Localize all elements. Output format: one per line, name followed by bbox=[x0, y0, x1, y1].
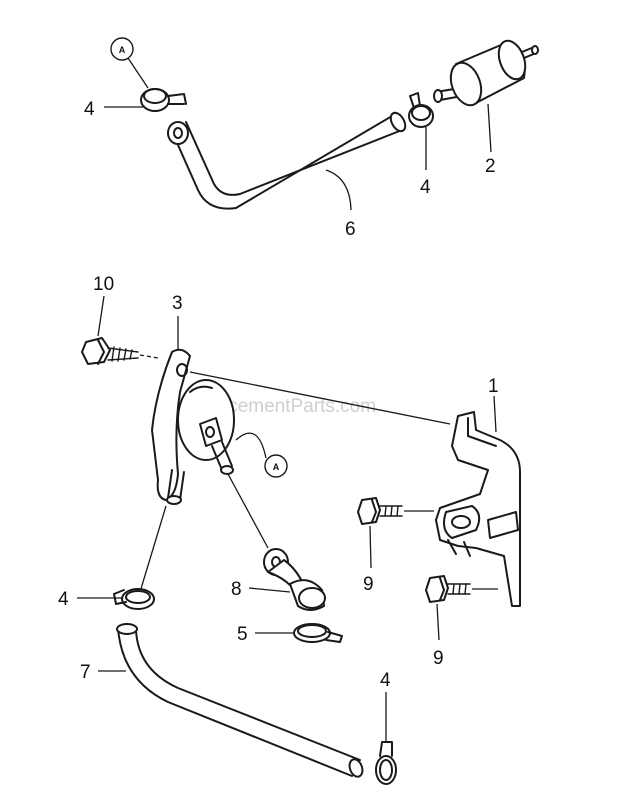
reference-a-pump: A bbox=[235, 432, 288, 478]
leader-6 bbox=[325, 169, 352, 211]
callout-5: 5 bbox=[237, 624, 248, 645]
callout-9-lower: 9 bbox=[433, 648, 444, 669]
bolt-10 bbox=[81, 337, 159, 365]
fuel-pump bbox=[151, 348, 451, 505]
leader-10 bbox=[97, 295, 105, 337]
hose-clamp-bottom-right bbox=[375, 741, 397, 785]
hose-clamp-5 bbox=[293, 623, 343, 643]
callout-9-upper: 9 bbox=[363, 574, 374, 595]
callout-4-top-left: 4 bbox=[84, 99, 95, 120]
bolt-9-upper bbox=[357, 497, 434, 525]
hose-clamp-middle-left bbox=[113, 505, 167, 610]
reference-a-top: A bbox=[110, 37, 134, 61]
fuel-filter bbox=[433, 39, 539, 107]
leader-9-lower bbox=[436, 603, 440, 641]
hose-clamp-top-left bbox=[140, 88, 187, 112]
callout-6: 6 bbox=[345, 219, 356, 240]
callout-2: 2 bbox=[485, 156, 496, 177]
leader-a-top bbox=[127, 57, 149, 89]
callout-4-middle-left: 4 bbox=[58, 589, 69, 610]
leader-8 bbox=[248, 587, 291, 593]
hose-clamp-top-right bbox=[408, 92, 434, 128]
svg-text:A: A bbox=[119, 45, 126, 55]
callout-1: 1 bbox=[488, 376, 499, 397]
elbow-hose-8 bbox=[227, 473, 326, 611]
callout-4-top-right: 4 bbox=[420, 177, 431, 198]
callout-3: 3 bbox=[172, 293, 183, 314]
bolt-9-lower bbox=[425, 575, 498, 603]
fuel-hose-6 bbox=[167, 111, 407, 210]
leader-1 bbox=[493, 395, 497, 433]
leader-9-upper bbox=[369, 525, 372, 569]
leader-2 bbox=[487, 103, 492, 153]
callout-4-bottom-right: 4 bbox=[380, 670, 391, 691]
fuel-hose-7 bbox=[116, 623, 364, 778]
callout-7: 7 bbox=[80, 662, 91, 683]
callout-10: 10 bbox=[93, 274, 114, 295]
mounting-bracket bbox=[435, 411, 521, 607]
svg-text:A: A bbox=[273, 462, 280, 472]
callout-8: 8 bbox=[231, 579, 242, 600]
